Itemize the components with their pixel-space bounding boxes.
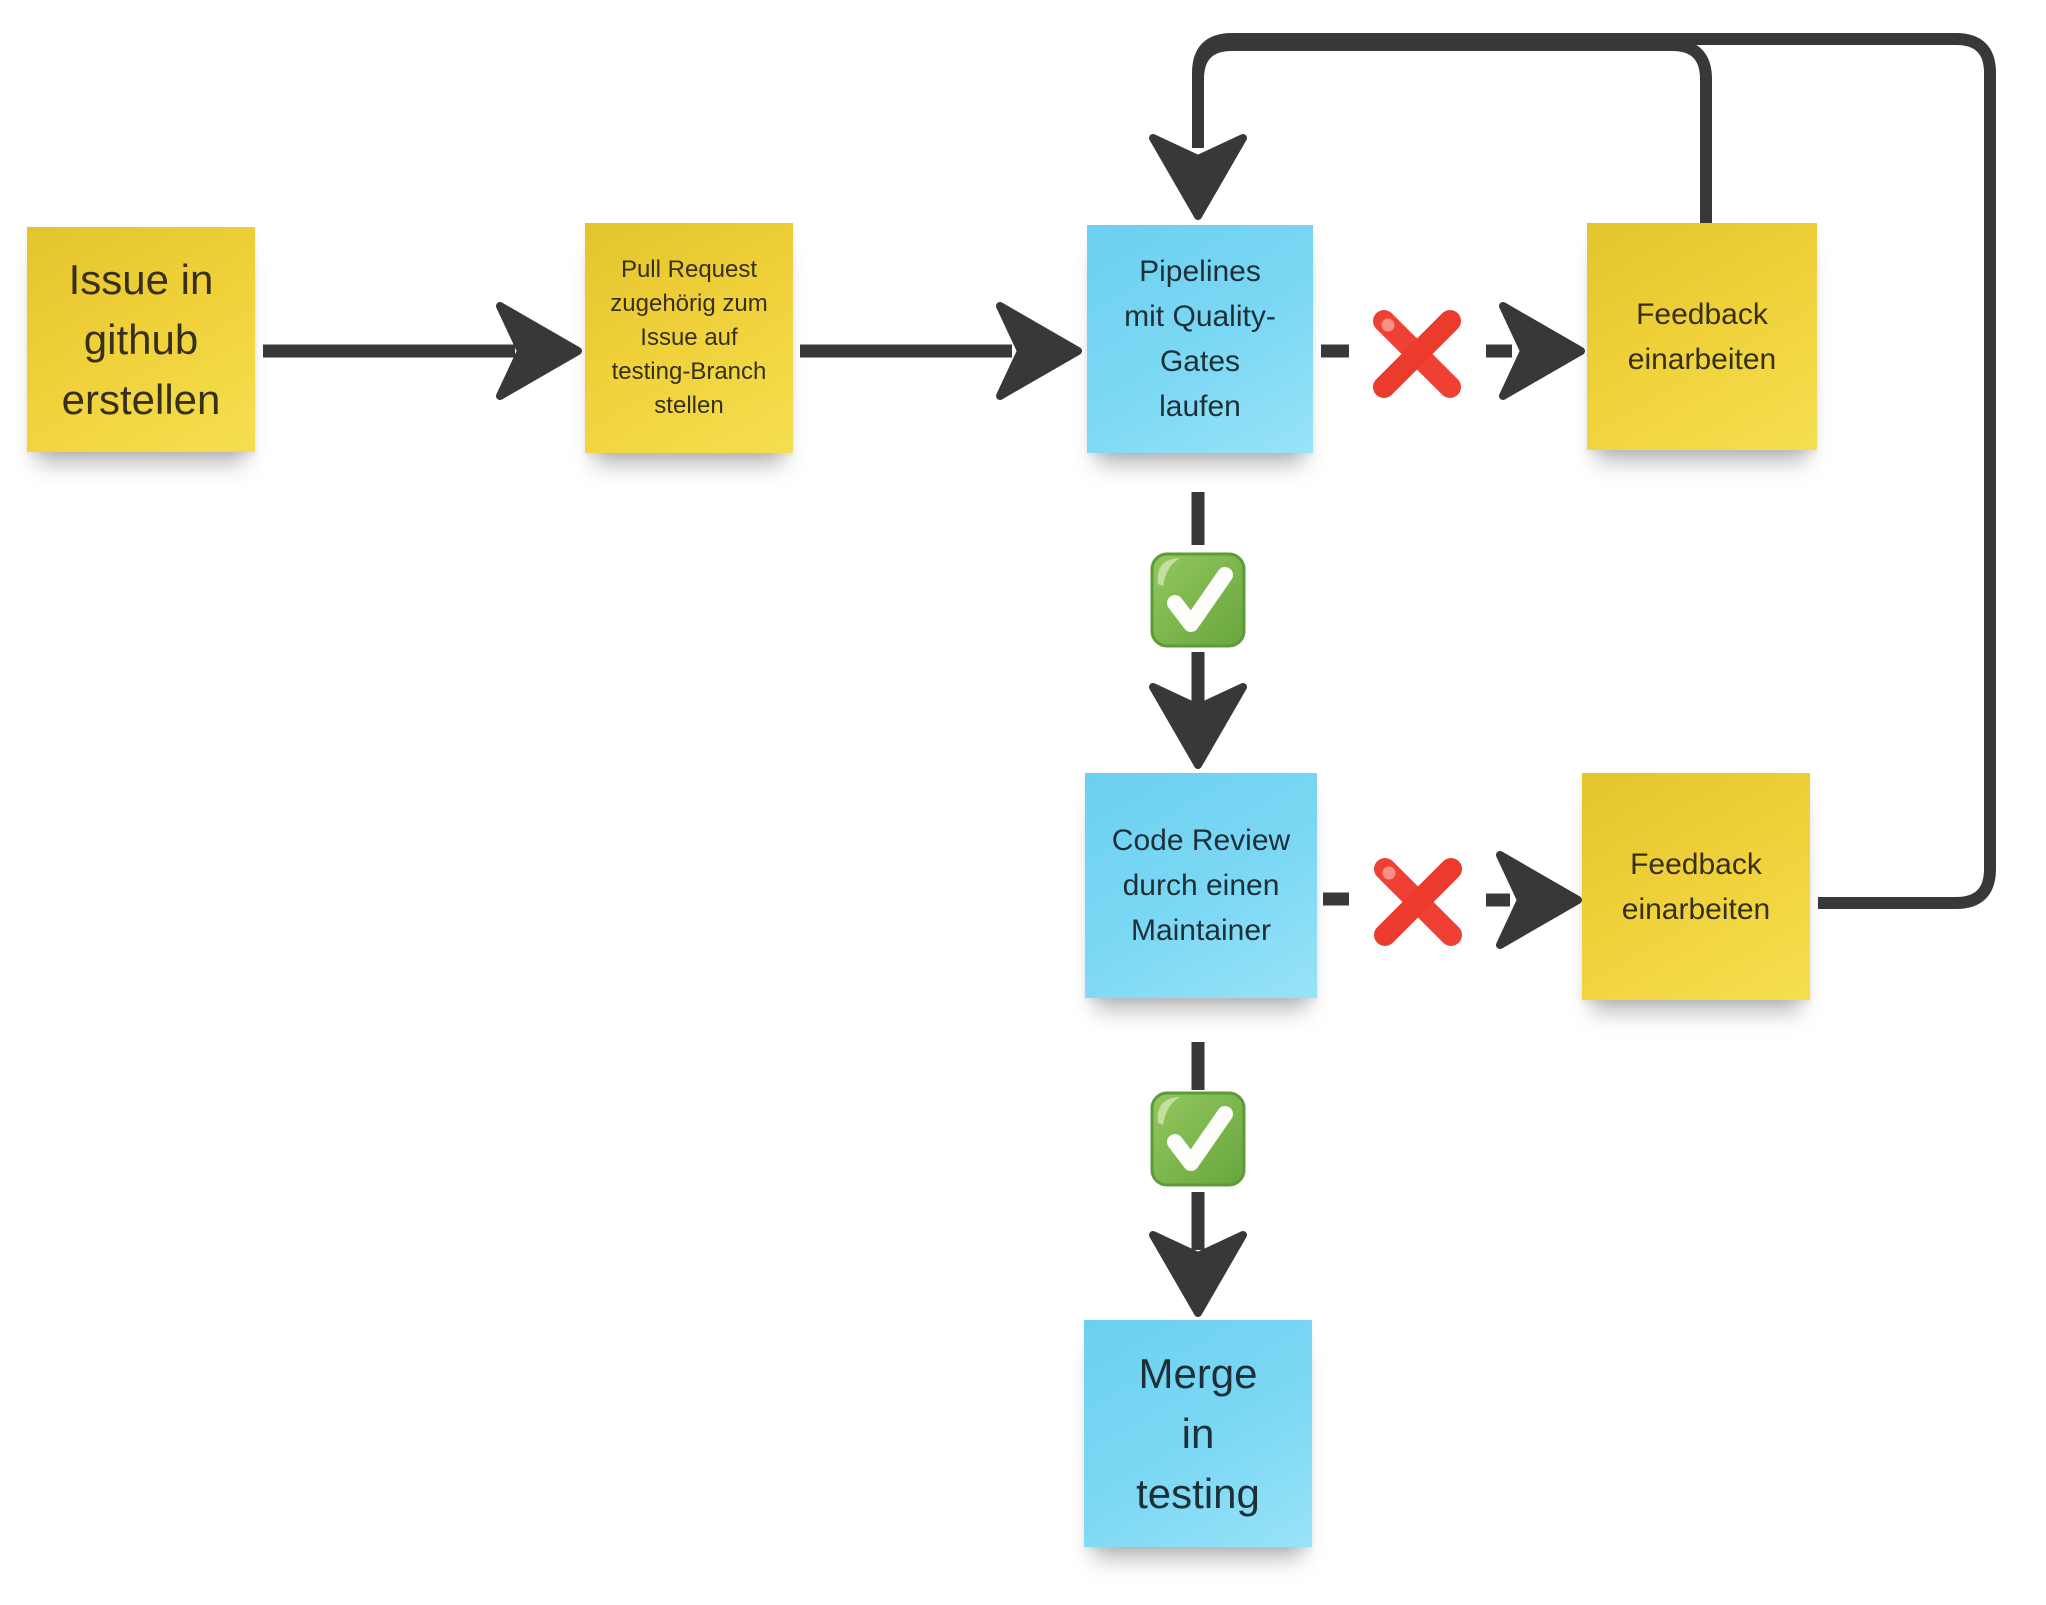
check-mark-icon xyxy=(1152,1093,1244,1185)
pass-link-2-head xyxy=(1153,1235,1243,1313)
loop-arrow-head xyxy=(1153,138,1243,216)
note-text: Feedback einarbeiten xyxy=(1621,847,1771,926)
note-text: Merge in testing xyxy=(1136,1349,1260,1517)
pass-link-1-head xyxy=(1153,687,1243,765)
note-issue: Issue in github erstellen xyxy=(27,227,255,452)
note-feedback-top: Feedback einarbeiten xyxy=(1587,223,1817,450)
note-text: Code Review durch einen Maintainer xyxy=(1111,824,1291,947)
note-code-review: Code Review durch einen Maintainer xyxy=(1085,773,1317,998)
cross-mark-icon xyxy=(1383,867,1452,936)
note-pipelines: Pipelines mit Quality- Gates laufen xyxy=(1087,225,1313,453)
arrow-issue-to-pr-head xyxy=(500,306,578,396)
note-text: Pipelines mit Quality- Gates laufen xyxy=(1124,255,1276,423)
fail-link-1-head xyxy=(1503,306,1581,396)
cross-mark-icon xyxy=(1382,319,1451,388)
note-text: Pull Request zugehörig zum Issue auf tes… xyxy=(610,256,768,419)
note-text: Issue in github erstellen xyxy=(61,255,221,423)
arrow-pr-to-pipelines-head xyxy=(1000,306,1078,396)
note-merge: Merge in testing xyxy=(1084,1320,1312,1547)
note-text: Feedback einarbeiten xyxy=(1627,297,1777,376)
loop-feedback-top-to-pipelines xyxy=(1192,39,1712,223)
fail-link-2-head xyxy=(1500,855,1578,945)
note-feedback-bottom: Feedback einarbeiten xyxy=(1582,773,1810,1000)
check-mark-icon xyxy=(1152,554,1244,646)
note-pull-request: Pull Request zugehörig zum Issue auf tes… xyxy=(585,223,793,453)
